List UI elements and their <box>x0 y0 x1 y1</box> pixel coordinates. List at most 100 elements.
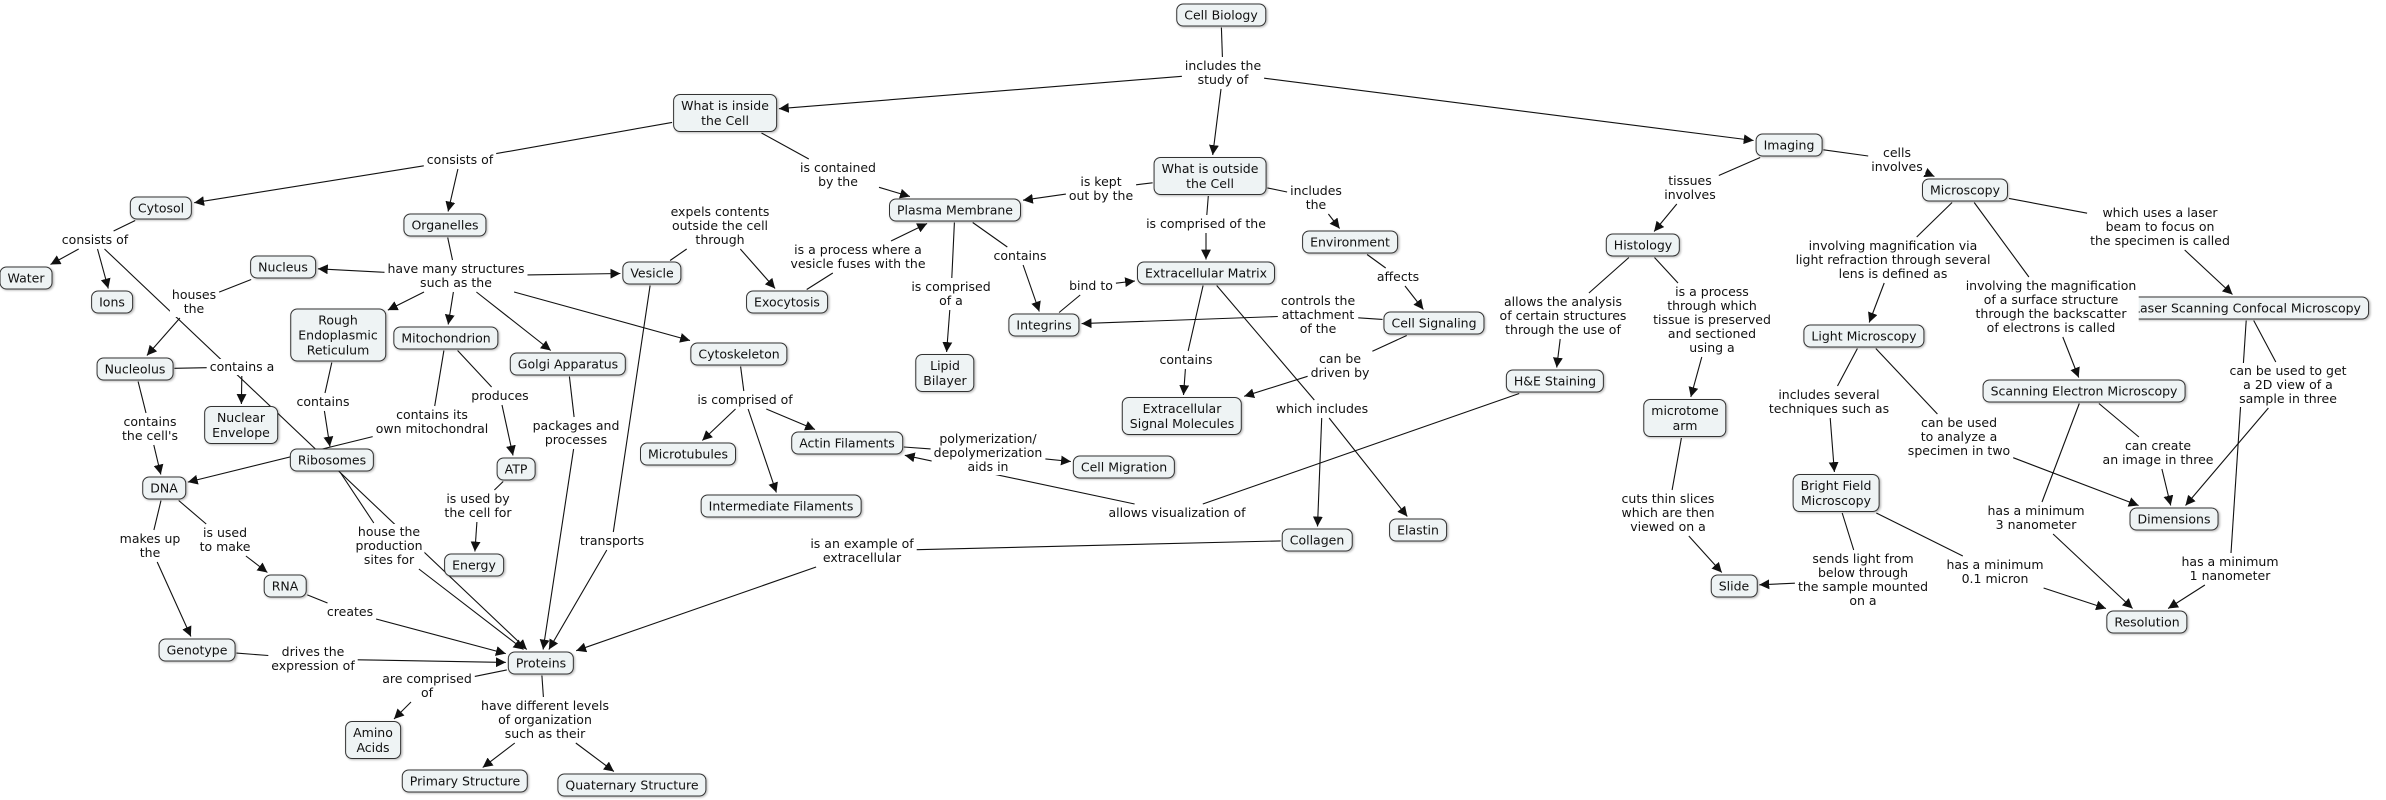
node-laser-scanning-confocal-microscopy[interactable]: Laser Scanning Confocal Microscopy <box>2125 296 2369 320</box>
connector-arrow <box>1179 368 1190 396</box>
connector-arrow <box>2184 249 2233 295</box>
connector-line <box>113 220 136 232</box>
node-quaternary-structure[interactable]: Quaternary Structure <box>557 773 707 797</box>
node-golgi-apparatus[interactable]: Golgi Apparatus <box>509 352 627 376</box>
node-vesicle[interactable]: Vesicle <box>622 261 682 285</box>
link-label: contains its own mitochondral <box>373 407 491 437</box>
node-organelles[interactable]: Organelles <box>403 213 487 237</box>
connector-arrow <box>1327 213 1341 229</box>
connector-arrow <box>317 264 385 275</box>
link-label: packages and processes <box>530 418 622 448</box>
node-energy[interactable]: Energy <box>444 553 504 577</box>
connector-arrow <box>575 742 615 772</box>
link-label: controls the attachment of the <box>1278 293 1358 337</box>
connector-arrow <box>50 248 79 265</box>
node-cell-migration[interactable]: Cell Migration <box>1072 455 1176 479</box>
connector-arrow <box>323 410 334 447</box>
node-microtome-arm[interactable]: microtome arm <box>1643 399 1727 437</box>
connector-line <box>236 652 269 657</box>
node-cell-biology[interactable]: Cell Biology <box>1176 3 1266 27</box>
connector-arrow <box>527 268 621 279</box>
connector-line <box>541 675 544 698</box>
connector-line <box>2041 403 2080 503</box>
node-extracellular-matrix[interactable]: Extracellular Matrix <box>1136 261 1276 285</box>
link-label: are comprised of <box>380 671 474 701</box>
connector-line <box>2230 320 2247 554</box>
node-dna[interactable]: DNA <box>142 476 186 500</box>
node-ribosomes[interactable]: Ribosomes <box>289 448 375 472</box>
node-genotype[interactable]: Genotype <box>158 638 236 662</box>
link-label: contains the cell's <box>120 414 180 444</box>
node-what-is-inside-the-cell[interactable]: What is inside the Cell <box>673 94 777 132</box>
connector-arrow <box>942 309 953 353</box>
connector-arrow <box>470 521 481 552</box>
connector-arrow <box>194 165 424 207</box>
connector-arrow <box>1045 455 1071 466</box>
node-extracellular-signal-molecules[interactable]: Extracellular Signal Molecules <box>1121 397 1243 435</box>
node-cytoskeleton[interactable]: Cytoskeleton <box>690 342 788 366</box>
node-scanning-electron-microscopy[interactable]: Scanning Electron Microscopy <box>1982 379 2186 403</box>
connector-arrow <box>890 223 928 242</box>
connector-arrow <box>1209 88 1222 156</box>
node-nuclear-envelope[interactable]: Nuclear Envelope <box>204 406 278 444</box>
link-label: cells involves <box>1869 145 1925 175</box>
node-microscopy[interactable]: Microscopy <box>1921 178 2009 202</box>
node-environment[interactable]: Environment <box>1302 230 1398 254</box>
node-water[interactable]: Water <box>0 266 53 290</box>
connector-line <box>1654 257 1679 284</box>
node-lipid-bilayer[interactable]: Lipid Bilayer <box>915 354 975 392</box>
connector-arrow <box>387 291 425 311</box>
node-light-microscopy[interactable]: Light Microscopy <box>1803 324 1925 348</box>
node-cell-signaling[interactable]: Cell Signaling <box>1383 311 1485 335</box>
link-label: drives the expression of <box>269 644 357 674</box>
connector-line <box>1366 254 1387 269</box>
node-resolution[interactable]: Resolution <box>2106 610 2188 634</box>
node-plasma-membrane[interactable]: Plasma Membrane <box>889 198 1021 222</box>
connector-arrow <box>375 618 506 656</box>
link-label: house the production sites for <box>353 524 425 568</box>
node-imaging[interactable]: Imaging <box>1755 133 1823 157</box>
link-label: bind to <box>1067 278 1115 294</box>
connector-arrow <box>501 404 516 456</box>
connector-arrow <box>1923 167 1935 178</box>
node-intermediate-filaments[interactable]: Intermediate Filaments <box>700 494 862 518</box>
link-label: has a minimum 0.1 micron <box>1944 557 2046 587</box>
node-bright-field-microscopy[interactable]: Bright Field Microscopy <box>1792 474 1880 512</box>
node-slide[interactable]: Slide <box>1710 574 1758 598</box>
node-ions[interactable]: Ions <box>91 290 133 314</box>
node-nucleus[interactable]: Nucleus <box>250 255 316 279</box>
link-label: allows visualization of <box>1106 505 1248 521</box>
node-he-staining[interactable]: H&E Staining <box>1505 369 1605 393</box>
node-cytosol[interactable]: Cytosol <box>129 196 193 220</box>
link-label: includes several techniques such as <box>1766 387 1892 417</box>
node-integrins[interactable]: Integrins <box>1008 313 1080 337</box>
connector-arrow <box>576 566 817 653</box>
connector-line <box>1671 437 1682 491</box>
connector-arrow <box>2062 336 2080 378</box>
node-amino-acids[interactable]: Amino Acids <box>345 721 401 759</box>
connector-arrow <box>1328 417 1408 517</box>
node-elastin[interactable]: Elastin <box>1389 518 1447 542</box>
connector-arrow <box>878 186 911 199</box>
node-primary-structure[interactable]: Primary Structure <box>401 769 529 793</box>
node-what-is-outside-the-cell[interactable]: What is outside the Cell <box>1153 157 1267 195</box>
node-rough-endoplasmic-reticulum[interactable]: Rough Endoplasmic Reticulum <box>290 308 386 362</box>
node-mitochondrion[interactable]: Mitochondrion <box>393 326 499 350</box>
node-collagen[interactable]: Collagen <box>1281 528 1353 552</box>
connector-line <box>307 594 328 604</box>
connector-line <box>951 222 955 279</box>
node-rna[interactable]: RNA <box>263 574 307 598</box>
connector-line <box>2253 320 2277 363</box>
link-label: cuts thin slices which are then viewed o… <box>1619 491 1717 535</box>
node-histology[interactable]: Histology <box>1605 233 1681 257</box>
node-microtubules[interactable]: Microtubules <box>640 442 736 466</box>
node-nucleolus[interactable]: Nucleolus <box>96 357 174 381</box>
node-actin-filaments[interactable]: Actin Filaments <box>791 431 903 455</box>
link-label: produces <box>469 388 531 404</box>
link-label: can be used to analyze a specimen in two <box>1905 415 2013 459</box>
node-exocytosis[interactable]: Exocytosis <box>746 290 828 314</box>
node-dimensions[interactable]: Dimensions <box>2129 507 2219 531</box>
node-proteins[interactable]: Proteins <box>507 651 575 675</box>
node-atp[interactable]: ATP <box>496 457 536 481</box>
link-label: polymerization/ depolymerization aids in <box>931 431 1045 475</box>
